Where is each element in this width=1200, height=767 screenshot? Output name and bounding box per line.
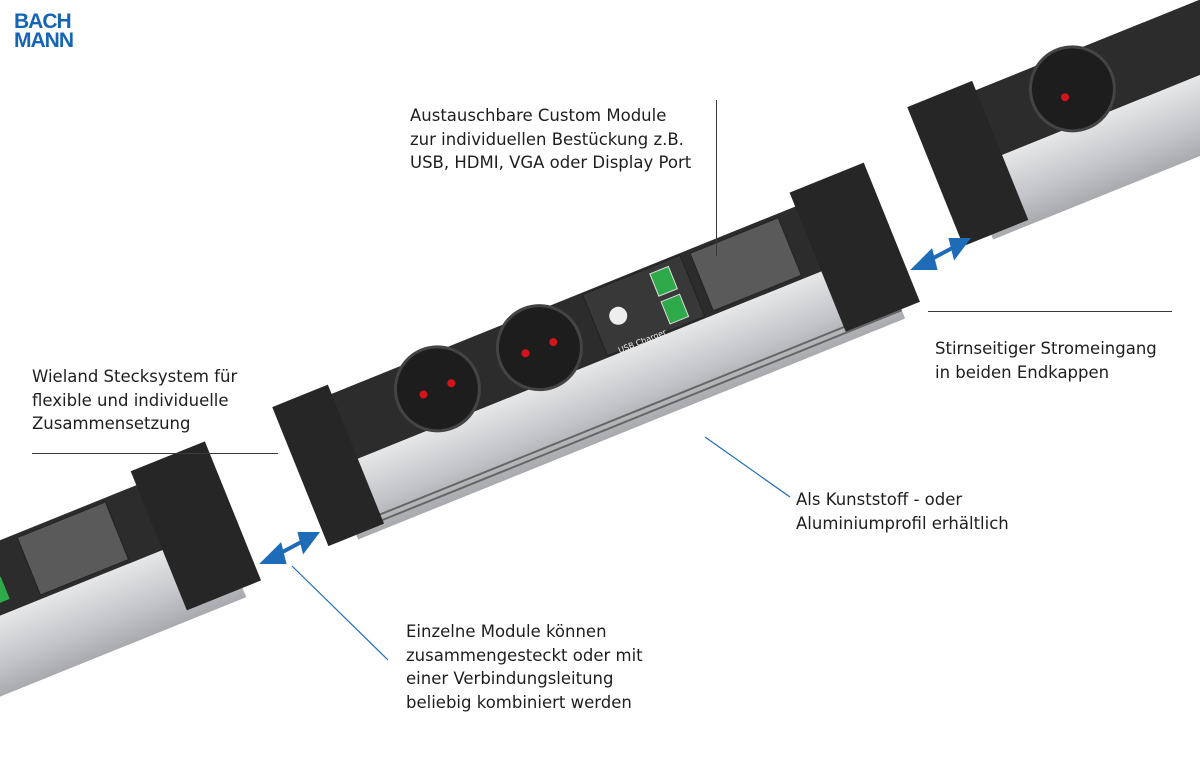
annotation-line: zusammengesteckt oder mit bbox=[406, 645, 643, 665]
main-power-strip bbox=[272, 162, 920, 547]
connect-arrow-left bbox=[259, 532, 320, 564]
annotation-modules-combined: Einzelne Module können zusammengesteckt … bbox=[406, 620, 643, 714]
socket-1 bbox=[393, 345, 481, 433]
annotation-wieland: Wieland Stecksystem für flexible und ind… bbox=[32, 365, 237, 436]
annotation-line: Austauschbare Custom Module bbox=[410, 106, 667, 125]
annotation-power-input: Stirnseitiger Stromeingang in beiden End… bbox=[935, 337, 1157, 384]
logo-line-1: BACH bbox=[14, 10, 72, 33]
annotation-line: einer Verbindungsleitung bbox=[406, 669, 614, 688]
annotation-line: flexible und individuelle bbox=[32, 390, 229, 410]
annotation-line: in beiden Endkappen bbox=[935, 362, 1110, 382]
logo-line-2: MANN bbox=[14, 29, 74, 52]
bachmann-logo: BACH MANN bbox=[14, 10, 74, 52]
end-cap bbox=[789, 162, 920, 332]
leader-line-profile bbox=[704, 436, 791, 498]
annotation-profile: Als Kunststoff - oder Aluminiumprofil er… bbox=[796, 488, 1009, 535]
annotation-line: Zusammensetzung bbox=[32, 414, 191, 433]
annotation-line: Als Kunststoff - oder bbox=[796, 490, 963, 509]
leader-line-modules bbox=[291, 565, 389, 661]
left-power-strip bbox=[0, 441, 262, 710]
connect-arrow-right bbox=[910, 238, 971, 270]
leader-line-custom-modules bbox=[716, 100, 717, 256]
wieland-connector bbox=[272, 384, 385, 547]
usb-port bbox=[649, 265, 679, 297]
annotation-line: Wieland Stecksystem für bbox=[32, 367, 238, 386]
annotation-line: Stirnseitiger Stromeingang bbox=[935, 339, 1157, 358]
lightning-icon bbox=[609, 306, 628, 325]
socket-2 bbox=[495, 304, 583, 392]
right-power-strip bbox=[907, 0, 1200, 247]
annotation-line: USB, HDMI, VGA oder Display Port bbox=[410, 153, 692, 172]
annotation-line: zur individuellen Bestückung z.B. bbox=[410, 129, 684, 149]
leader-line-wieland bbox=[32, 453, 278, 454]
empty-module-slot bbox=[689, 217, 803, 312]
usb-port bbox=[660, 293, 690, 325]
annotation-line: Einzelne Module können bbox=[406, 622, 607, 641]
leader-line-power-input bbox=[928, 311, 1172, 312]
annotation-custom-modules: Austauschbare Custom Module zur individu… bbox=[410, 104, 691, 175]
annotation-line: Aluminiumprofil erhältlich bbox=[796, 513, 1009, 533]
annotation-line: beliebig kombiniert werden bbox=[406, 692, 632, 712]
